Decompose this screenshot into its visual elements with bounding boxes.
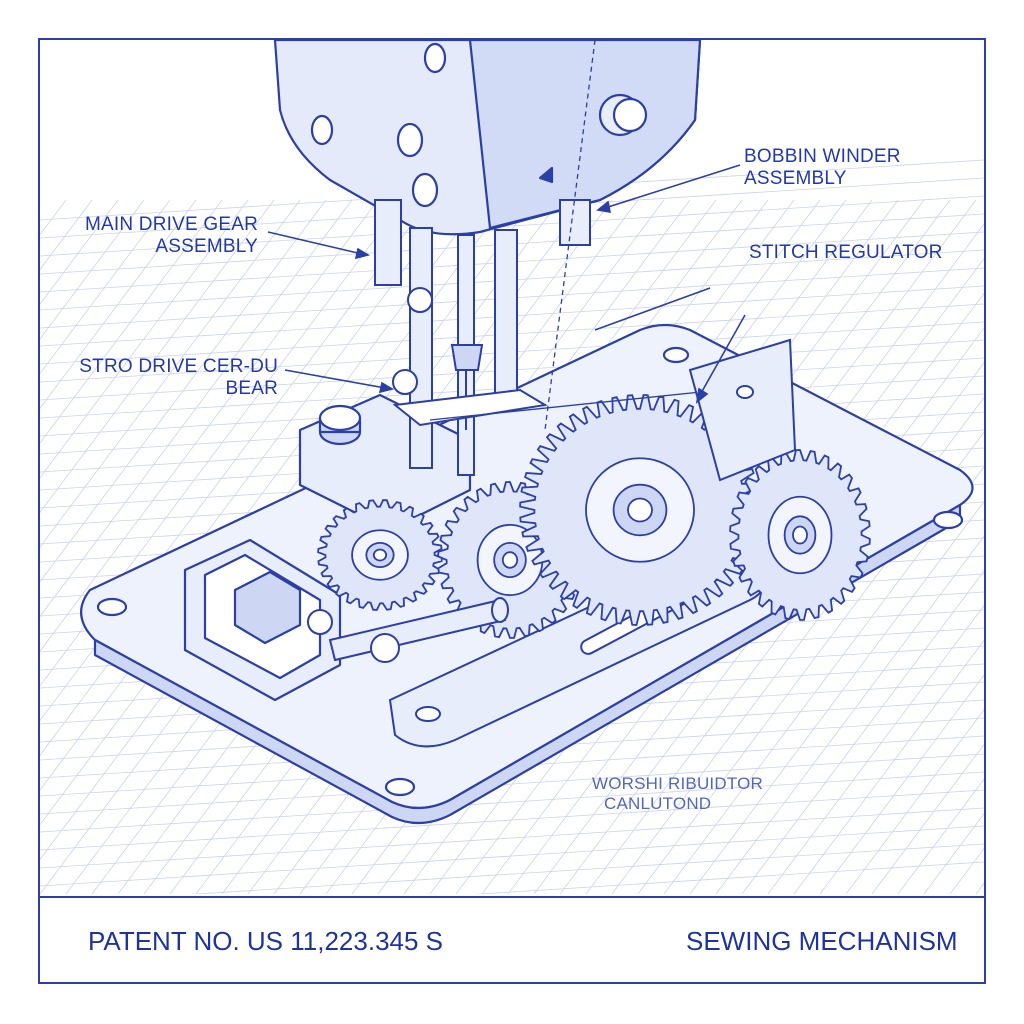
callout-line-1: STRO DRIVE CER-DU	[79, 356, 278, 377]
mounting-hole	[96, 597, 128, 617]
callout-line-2: CANLUTOND	[604, 794, 712, 813]
callout-bobbin-winder: BOBBIN WINDER ASSEMBLY	[744, 146, 901, 190]
mounting-hole	[932, 510, 964, 530]
drawing-title: SEWING MECHANISM	[686, 926, 958, 956]
leader-lines	[267, 164, 746, 404]
drive-shaft	[307, 597, 509, 663]
mounting-hole	[384, 777, 416, 797]
callout-main-drive-gear: MAIN DRIVE GEAR ASSEMBLY	[60, 214, 258, 258]
callout-line-2: ASSEMBLY	[155, 236, 258, 257]
gear-housing	[688, 338, 797, 482]
title-block-divider	[38, 896, 986, 898]
right-gear	[729, 449, 871, 621]
callout-stitch-regulator: STITCH REGULATOR	[749, 242, 943, 263]
callout-line-2: BEAR	[225, 378, 278, 399]
callout-worshi: WORSHI RIBUIDTOR CANLUTOND	[592, 774, 763, 814]
mounting-hole	[662, 346, 690, 364]
gear-train	[317, 394, 871, 639]
patent-number: PATENT NO. US 11,223.345 S	[88, 926, 444, 956]
drawing-border	[38, 38, 986, 984]
callout-line-2: ASSEMBLY	[744, 168, 847, 189]
sewing-mechanism-illustration	[40, 40, 984, 894]
callout-line-1: WORSHI RIBUIDTOR	[592, 774, 764, 793]
needle-bars	[374, 40, 721, 476]
large-gear	[519, 394, 761, 626]
callout-stro-drive: STRO DRIVE CER-DU BEAR	[60, 356, 278, 400]
left-gear	[317, 499, 443, 611]
callout-line-1: BOBBIN WINDER	[744, 146, 901, 167]
callout-line-1: MAIN DRIVE GEAR	[85, 214, 258, 235]
machine-head	[273, 40, 702, 236]
